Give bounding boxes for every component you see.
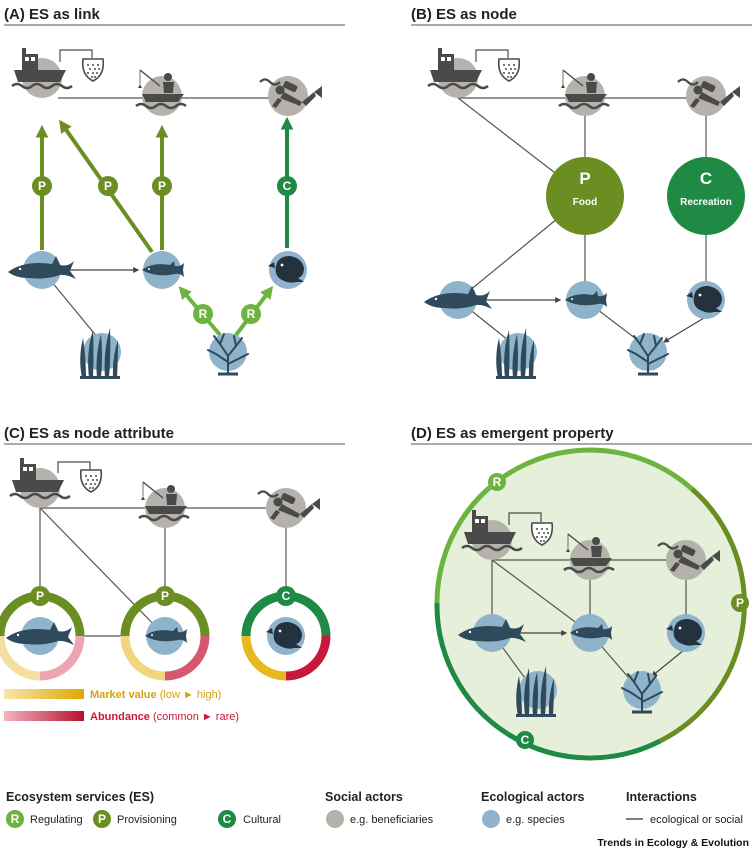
svg-text:C: C <box>223 812 232 826</box>
panel-b: (B) ES as node P Food C Recreation <box>411 6 752 379</box>
fish-icon <box>142 251 184 289</box>
legend-eco-item: e.g. species <box>506 814 565 826</box>
net-icon <box>81 58 105 82</box>
svg-text:R: R <box>247 307 256 321</box>
legend-provisioning: P Provisioning <box>93 810 177 828</box>
panel-a: (A) ES as link P P P C R R <box>4 6 345 379</box>
legend: Ecosystem services (ES) R Regulating P P… <box>6 790 749 849</box>
fishing-boat-icon <box>426 46 490 100</box>
regulating-badge: R <box>241 304 261 324</box>
angler-boat-icon <box>134 68 188 118</box>
cultural-ring <box>434 602 662 761</box>
svg-text:Provisioning: Provisioning <box>117 814 177 826</box>
svg-text:P: P <box>98 812 106 826</box>
reef-fish-attribute-ring: C <box>241 586 331 681</box>
panel-a-title: (A) ES as link <box>4 6 101 23</box>
svg-text:R: R <box>199 307 208 321</box>
reef-fish-icon <box>268 251 307 289</box>
svg-text:Food: Food <box>573 197 597 208</box>
fish-icon <box>565 281 607 319</box>
svg-text:C: C <box>521 733 530 747</box>
credit-text: Trends in Ecology & Evolution <box>597 837 749 849</box>
regulating-badge: R <box>488 473 506 491</box>
ecological-actor-swatch <box>482 810 500 828</box>
coral-icon <box>206 331 250 376</box>
svg-text:P: P <box>158 179 166 193</box>
panel-b-title: (B) ES as node <box>411 6 517 23</box>
legend-interactions-heading: Interactions <box>626 790 697 804</box>
svg-text:C: C <box>283 179 292 193</box>
coral-icon <box>626 331 670 376</box>
panel-d-title: (D) ES as emergent property <box>411 425 614 442</box>
panel-c: (C) ES as node attribute P P C <box>0 425 345 723</box>
legend-eco-heading: Ecological actors <box>481 790 585 804</box>
recreation-node: C Recreation <box>667 157 745 235</box>
angler-boat-icon <box>557 68 611 118</box>
net-icon <box>497 58 521 82</box>
panel-d: (D) ES as emergent property R P C <box>411 425 752 761</box>
kelp-icon <box>80 328 121 379</box>
provisioning-badge: P <box>32 176 52 196</box>
shark-attribute-ring: P <box>0 586 85 681</box>
fishing-boat-icon <box>8 456 72 510</box>
shark-icon <box>8 251 76 289</box>
svg-text:R: R <box>11 812 20 826</box>
svg-text:P: P <box>579 169 590 188</box>
svg-text:Cultural: Cultural <box>243 814 281 826</box>
food-node: P Food <box>546 157 624 235</box>
svg-text:Regulating: Regulating <box>30 814 83 826</box>
shark-icon <box>424 281 492 319</box>
svg-text:P: P <box>161 589 169 603</box>
net-icon <box>79 469 103 493</box>
legend-es-heading: Ecosystem services (ES) <box>6 790 154 804</box>
shark-icon <box>6 617 74 655</box>
abundance-legend: Abundance (common ► rare) <box>90 711 239 723</box>
fish-attribute-ring: P <box>120 586 210 681</box>
legend-social-item: e.g. beneficiaries <box>350 814 434 826</box>
regulating-ring <box>434 447 694 604</box>
svg-text:C: C <box>700 169 712 188</box>
regulating-badge: R <box>193 304 213 324</box>
legend-regulating: R Regulating <box>6 810 83 828</box>
angler-boat-icon <box>137 480 191 530</box>
fishing-boat-icon <box>10 46 74 100</box>
svg-text:Recreation: Recreation <box>680 197 732 208</box>
provisioning-badge: P <box>152 176 172 196</box>
reef-fish-icon <box>686 281 725 319</box>
diver-icon <box>258 74 324 118</box>
panel-c-title: (C) ES as node attribute <box>4 425 174 442</box>
provisioning-ring <box>658 487 747 744</box>
diver-icon <box>256 486 322 530</box>
provisioning-badge: P <box>98 176 118 196</box>
svg-text:P: P <box>736 596 744 610</box>
market-value-legend: Market value (low ► high) <box>90 689 221 701</box>
svg-text:C: C <box>282 589 291 603</box>
market-value-bar <box>4 689 84 699</box>
legend-social-heading: Social actors <box>325 790 403 804</box>
abundance-bar <box>4 711 84 721</box>
legend-cultural: C Cultural <box>218 810 281 828</box>
cultural-badge: C <box>277 176 297 196</box>
diver-icon <box>676 74 742 118</box>
reef-fish-icon <box>266 617 305 655</box>
svg-text:P: P <box>36 589 44 603</box>
provisioning-badge: P <box>731 594 749 612</box>
svg-text:P: P <box>104 179 112 193</box>
svg-text:P: P <box>38 179 46 193</box>
cultural-badge: C <box>516 731 534 749</box>
social-actor-swatch <box>326 810 344 828</box>
svg-text:R: R <box>493 475 502 489</box>
legend-interactions-item: ecological or social <box>650 814 743 826</box>
